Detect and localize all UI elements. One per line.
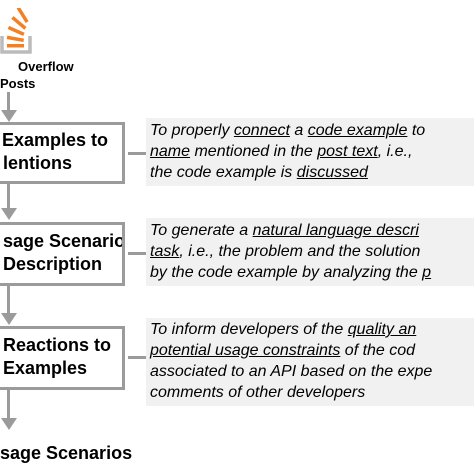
description-line: To generate a natural language descri (150, 220, 474, 241)
connector-line-2 (7, 183, 10, 213)
description-text: of the cod (340, 342, 416, 359)
underlined-term: discussed (296, 164, 368, 181)
underlined-term: connect (233, 122, 290, 139)
description-line: To inform developers of the quality an (150, 319, 474, 340)
description-text: , i.e., the problem and the solution (179, 243, 421, 260)
description-line: task, i.e., the problem and the solution (150, 241, 474, 262)
description-text: , i.e., (377, 143, 413, 160)
description-text: mentioned in the (190, 143, 318, 160)
underlined-term: post text (317, 143, 378, 160)
step-box-1: Examples to lentions (0, 122, 125, 184)
description-line: associated to an API based on the expe (150, 361, 474, 382)
arrowhead-1 (1, 110, 17, 122)
description-text: by the code example by analyzing the (150, 264, 423, 281)
step-2-connector (128, 252, 146, 255)
description-text: the code example is (150, 164, 297, 181)
description-text: To properly (150, 122, 234, 139)
underlined-term: potential usage constraints (150, 342, 341, 359)
underlined-term: quality an (347, 321, 417, 338)
underlined-term: code example (307, 122, 408, 139)
step-1-label-line2: lentions (3, 153, 73, 173)
underlined-term: name (150, 143, 191, 160)
underlined-term: p (422, 264, 432, 281)
description-line: comments of other developers (150, 382, 474, 403)
step-3-connector (128, 356, 146, 359)
underlined-term: natural language descri (252, 222, 419, 239)
description-text: To inform developers of the (150, 321, 348, 338)
step-3-label-line1: Reactions to (3, 335, 112, 355)
description-line: name mentioned in the post text, i.e., (150, 141, 474, 162)
final-output-label: sage Scenarios (0, 443, 133, 463)
connector-line-4 (7, 390, 10, 422)
description-text: comments of other developers (150, 384, 366, 401)
step-3-label-line2: Examples (3, 358, 88, 378)
description-line: To properly connect a code example to (150, 120, 474, 141)
description-line: potential usage constraints of the cod (150, 340, 474, 361)
description-text: associated to an API based on the expe (150, 363, 433, 380)
arrowhead-2 (1, 208, 17, 220)
description-text: To generate a (150, 222, 253, 239)
source-label: Overflow Posts (0, 58, 74, 92)
step-box-2: sage Scenario Description (0, 222, 125, 286)
source-label-line1: Overflow (18, 59, 74, 74)
description-text: a (289, 122, 308, 139)
arrowhead-4 (1, 418, 17, 430)
connector-line-3 (7, 285, 10, 317)
arrowhead-3 (1, 313, 17, 325)
description-line: by the code example by analyzing the p (150, 262, 474, 283)
step-2-label-line1: sage Scenario (3, 231, 125, 251)
step-2-label-line2: Description (3, 254, 103, 274)
step-box-3: Reactions to Examples (0, 326, 125, 390)
connector-line-1 (7, 92, 10, 114)
step-1-connector (128, 152, 146, 155)
step-1-label-line1: Examples to (1, 130, 108, 150)
source-label-line2: Posts (0, 76, 36, 91)
description-text: to (407, 122, 426, 139)
underlined-term: task (150, 243, 180, 260)
description-line: the code example is discussed (150, 162, 474, 183)
stack-overflow-logo-icon (0, 8, 32, 54)
